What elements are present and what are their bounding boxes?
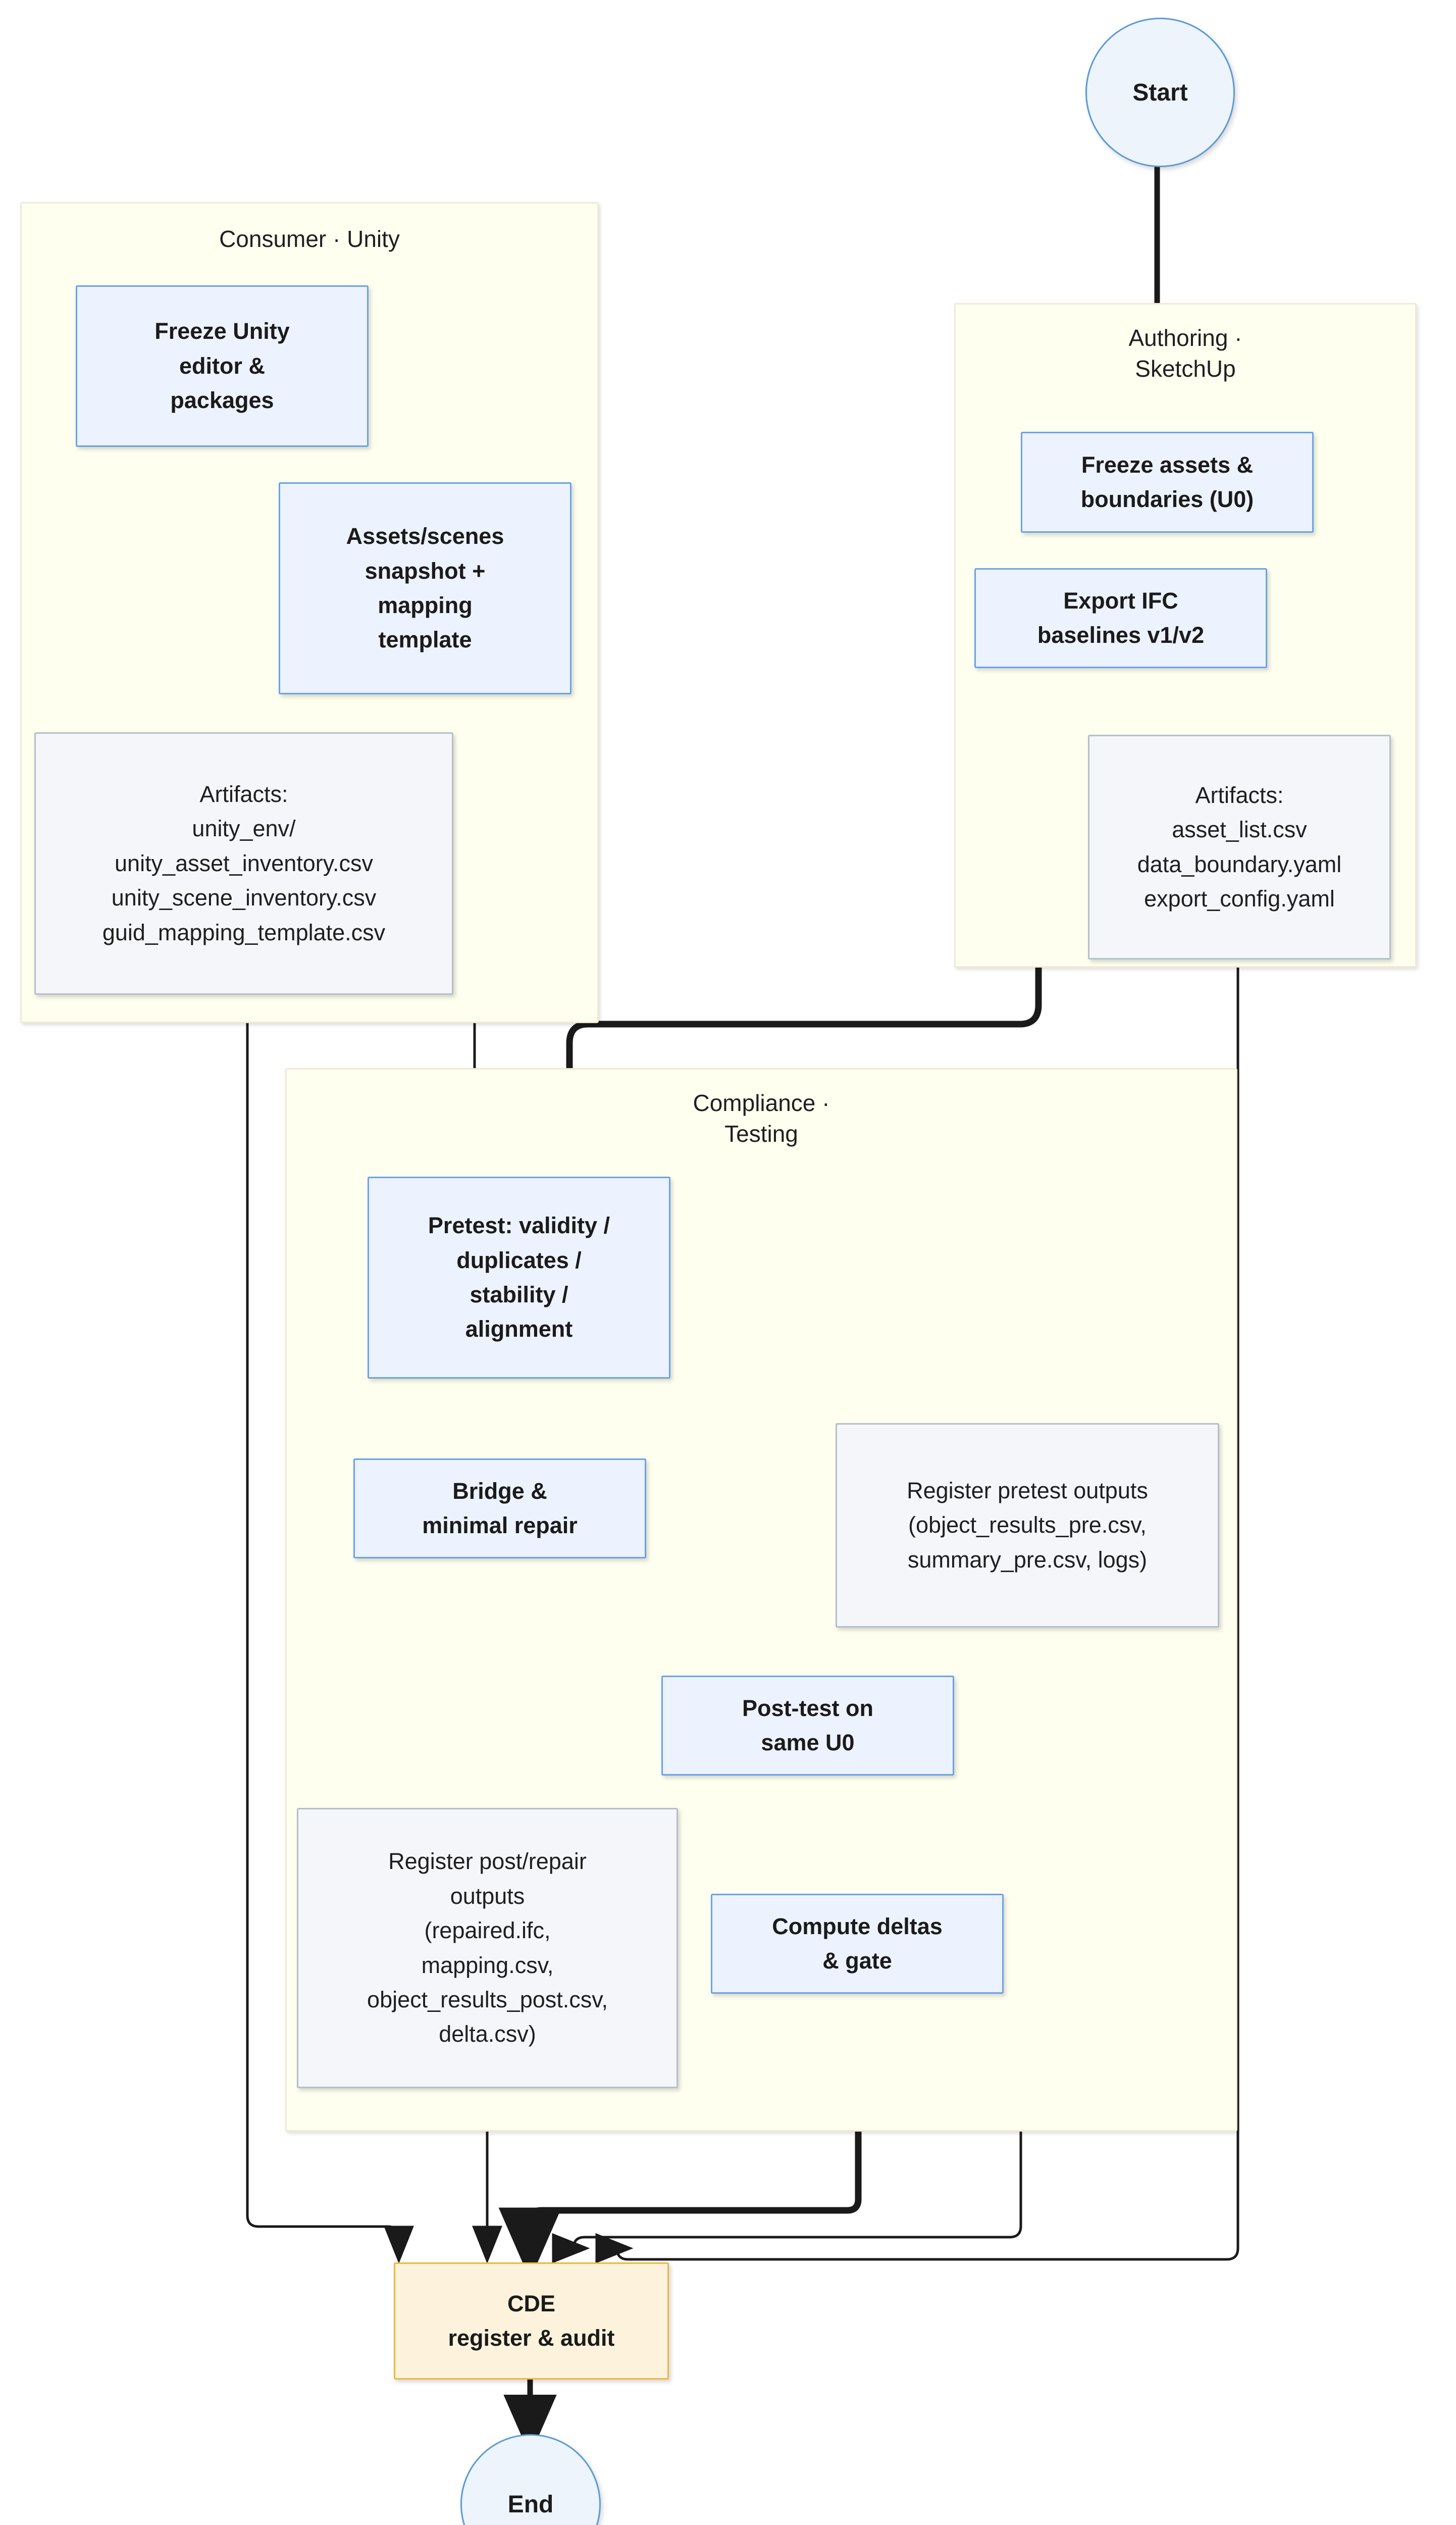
- node-cde-register-audit[interactable]: CDE register & audit: [394, 2262, 669, 2380]
- subgraph-compliance-testing-title: Compliance · Testing: [693, 1090, 830, 1147]
- node-assets-scenes-label: Assets/scenes snapshot + mapping templat…: [346, 523, 504, 653]
- node-register-post[interactable]: Register post/repair outputs (repaired.i…: [297, 1808, 678, 2088]
- node-assets-scenes[interactable]: Assets/scenes snapshot + mapping templat…: [279, 482, 571, 694]
- node-compute-deltas[interactable]: Compute deltas & gate: [711, 1894, 1004, 1994]
- node-freeze-assets[interactable]: Freeze assets & boundaries (U0): [1021, 432, 1314, 533]
- node-register-post-label: Register post/repair outputs (repaired.i…: [367, 1848, 608, 2047]
- terminal-start-label: Start: [1132, 79, 1188, 106]
- node-unity-artifacts[interactable]: Artifacts: unity_env/ unity_asset_invent…: [34, 732, 453, 995]
- terminal-start[interactable]: Start: [1085, 18, 1235, 167]
- node-cde-register-audit-label: CDE register & audit: [448, 2290, 615, 2351]
- node-register-pretest[interactable]: Register pretest outputs (object_results…: [836, 1423, 1219, 1628]
- node-pretest-label: Pretest: validity / duplicates / stabili…: [428, 1213, 610, 1342]
- subgraph-authoring-sketchup-title: Authoring · SketchUp: [1128, 325, 1242, 382]
- node-compute-deltas-label: Compute deltas & gate: [772, 1913, 943, 1974]
- terminal-end[interactable]: End: [460, 2434, 601, 2525]
- node-freeze-unity[interactable]: Freeze Unity editor & packages: [76, 285, 369, 447]
- node-freeze-unity-label: Freeze Unity editor & packages: [154, 318, 290, 414]
- node-register-pretest-label: Register pretest outputs (object_results…: [907, 1477, 1148, 1573]
- node-post-test[interactable]: Post-test on same U0: [661, 1676, 954, 1776]
- subgraph-consumer-unity-title: Consumer · Unity: [219, 226, 400, 252]
- node-sketchup-artifacts-label: Artifacts: asset_list.csv data_boundary.…: [1137, 782, 1342, 912]
- node-bridge-repair-label: Bridge & minimal repair: [422, 1478, 578, 1538]
- node-export-ifc[interactable]: Export IFC baselines v1/v2: [974, 568, 1267, 668]
- node-pretest[interactable]: Pretest: validity / duplicates / stabili…: [368, 1177, 670, 1379]
- node-bridge-repair[interactable]: Bridge & minimal repair: [353, 1458, 646, 1558]
- node-unity-artifacts-label: Artifacts: unity_env/ unity_asset_invent…: [102, 781, 386, 945]
- node-sketchup-artifacts[interactable]: Artifacts: asset_list.csv data_boundary.…: [1088, 735, 1391, 960]
- node-freeze-assets-label: Freeze assets & boundaries (U0): [1080, 451, 1254, 512]
- node-export-ifc-label: Export IFC baselines v1/v2: [1037, 587, 1205, 648]
- node-post-test-label: Post-test on same U0: [742, 1695, 873, 1755]
- terminal-end-label: End: [507, 2491, 554, 2518]
